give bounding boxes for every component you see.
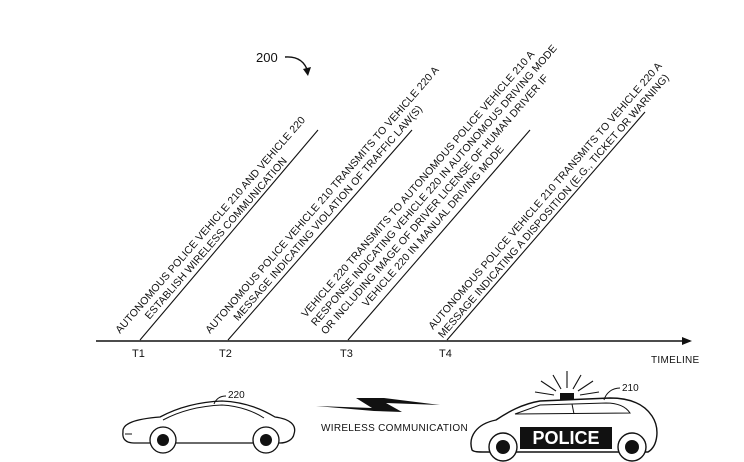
- event-3-line-3: or including image of driver license of …: [319, 72, 551, 337]
- vehicle-210-hub-rear: [625, 440, 639, 454]
- tick-t2: T2: [219, 348, 232, 360]
- event-1-text: Autonomous police vehicle 210 and vehicl…: [113, 114, 308, 336]
- wireless-communication-label: Wireless Communication: [321, 423, 468, 434]
- vehicle-220-window: [162, 404, 265, 421]
- event-line-t4: [446, 111, 646, 341]
- event-line-t2: [227, 129, 413, 341]
- timeline-label: Timeline: [651, 355, 700, 366]
- vehicle-220-leader: [213, 395, 227, 405]
- wireless-lightning-icon: [316, 398, 440, 412]
- event-1-line-1: Autonomous police vehicle 210 and vehicl…: [113, 114, 308, 336]
- figure-ref-number: 200: [256, 50, 278, 65]
- police-text: POLICE: [532, 428, 599, 448]
- tick-t3: T3: [340, 348, 353, 360]
- vehicle-210-police-car: POLICE: [470, 371, 658, 462]
- figure-ref-arrowhead: [303, 67, 311, 76]
- event-1-line-2: establish wireless communication: [143, 155, 290, 322]
- vehicle-210-window-divider: [571, 403, 575, 415]
- vehicle-220-hub-front: [157, 434, 169, 446]
- vehicle-220-hub-rear: [260, 434, 272, 446]
- vehicle-220-ref: 220: [228, 390, 245, 401]
- police-panel: [520, 427, 612, 449]
- vehicle-210-hub-front: [496, 440, 510, 454]
- tick-t1: T1: [132, 348, 145, 360]
- vehicle-210-ref: 210: [622, 383, 639, 394]
- police-light-rays-icon: [534, 371, 600, 396]
- timeline-arrowhead: [682, 337, 692, 345]
- event-line-t3: [347, 129, 531, 341]
- event-4-line-2: message indicating a disposition (e.g., …: [436, 72, 672, 341]
- vehicle-210-leader: [603, 387, 621, 401]
- police-light-bar: [560, 393, 574, 400]
- vehicle-220-car: [122, 400, 296, 454]
- tick-t4: T4: [439, 348, 452, 360]
- event-line-t1: [139, 129, 319, 341]
